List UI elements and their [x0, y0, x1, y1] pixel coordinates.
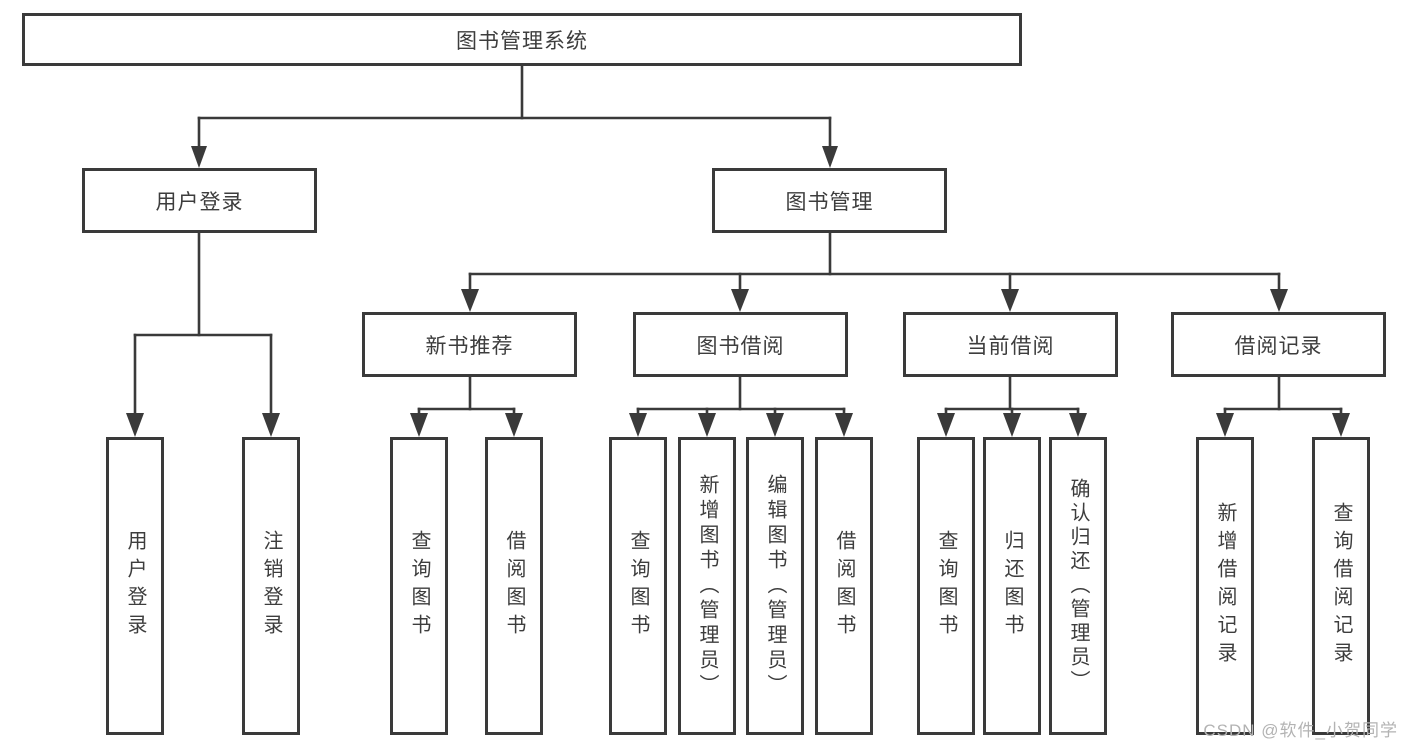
node-root-system: 图书管理系统: [22, 13, 1022, 66]
node-book-management-module: 图书管理: [712, 168, 947, 233]
node-book-management-module-label: 图书管理: [785, 190, 874, 214]
node-leaf-cb-confirm-return-admin-label: 确认归还（管理员）: [1067, 478, 1089, 694]
node-leaf-nb-query-books-label: 查询图书: [408, 530, 430, 642]
node-leaf-br-add-record-label: 新增借阅记录: [1214, 502, 1236, 670]
node-leaf-bb-edit-books-admin: 编辑图书（管理员）: [746, 437, 804, 735]
node-user-login-module-label: 用户登录: [155, 190, 244, 214]
node-leaf-cb-return-books: 归还图书: [983, 437, 1041, 735]
node-borrowing-records: 借阅记录: [1171, 312, 1386, 377]
node-book-borrowing: 图书借阅: [633, 312, 848, 377]
node-leaf-bb-add-books-admin-label: 新增图书（管理员）: [696, 473, 718, 699]
node-current-borrowing: 当前借阅: [903, 312, 1118, 377]
node-leaf-bb-borrow-books-label: 借阅图书: [833, 530, 855, 642]
node-leaf-bb-query-books-label: 查询图书: [627, 530, 649, 642]
node-leaf-br-query-record: 查询借阅记录: [1312, 437, 1370, 735]
node-leaf-cb-confirm-return-admin: 确认归还（管理员）: [1049, 437, 1107, 735]
node-leaf-nb-query-books: 查询图书: [390, 437, 448, 735]
node-leaf-user-login-label: 用户登录: [124, 530, 146, 642]
node-leaf-cb-return-books-label: 归还图书: [1001, 530, 1023, 642]
node-leaf-br-query-record-label: 查询借阅记录: [1330, 502, 1352, 670]
node-leaf-cb-query-books-label: 查询图书: [935, 530, 957, 642]
csdn-watermark: CSDN @软件_小贺同学: [1203, 721, 1398, 740]
node-leaf-logout-label: 注销登录: [260, 530, 282, 642]
node-leaf-cb-query-books: 查询图书: [917, 437, 975, 735]
node-borrowing-records-label: 借阅记录: [1234, 334, 1323, 358]
node-current-borrowing-label: 当前借阅: [966, 334, 1055, 358]
node-leaf-nb-borrow-books: 借阅图书: [485, 437, 543, 735]
node-new-book-recommend-label: 新书推荐: [425, 334, 514, 358]
node-root-system-label: 图书管理系统: [456, 29, 588, 53]
node-new-book-recommend: 新书推荐: [362, 312, 577, 377]
node-leaf-bb-query-books: 查询图书: [609, 437, 667, 735]
node-user-login-module: 用户登录: [82, 168, 317, 233]
node-leaf-nb-borrow-books-label: 借阅图书: [503, 530, 525, 642]
node-book-borrowing-label: 图书借阅: [696, 334, 785, 358]
node-leaf-bb-add-books-admin: 新增图书（管理员）: [678, 437, 736, 735]
node-leaf-br-add-record: 新增借阅记录: [1196, 437, 1254, 735]
node-leaf-bb-borrow-books: 借阅图书: [815, 437, 873, 735]
node-leaf-user-login: 用户登录: [106, 437, 164, 735]
node-leaf-bb-edit-books-admin-label: 编辑图书（管理员）: [764, 473, 786, 699]
node-leaf-logout: 注销登录: [242, 437, 300, 735]
